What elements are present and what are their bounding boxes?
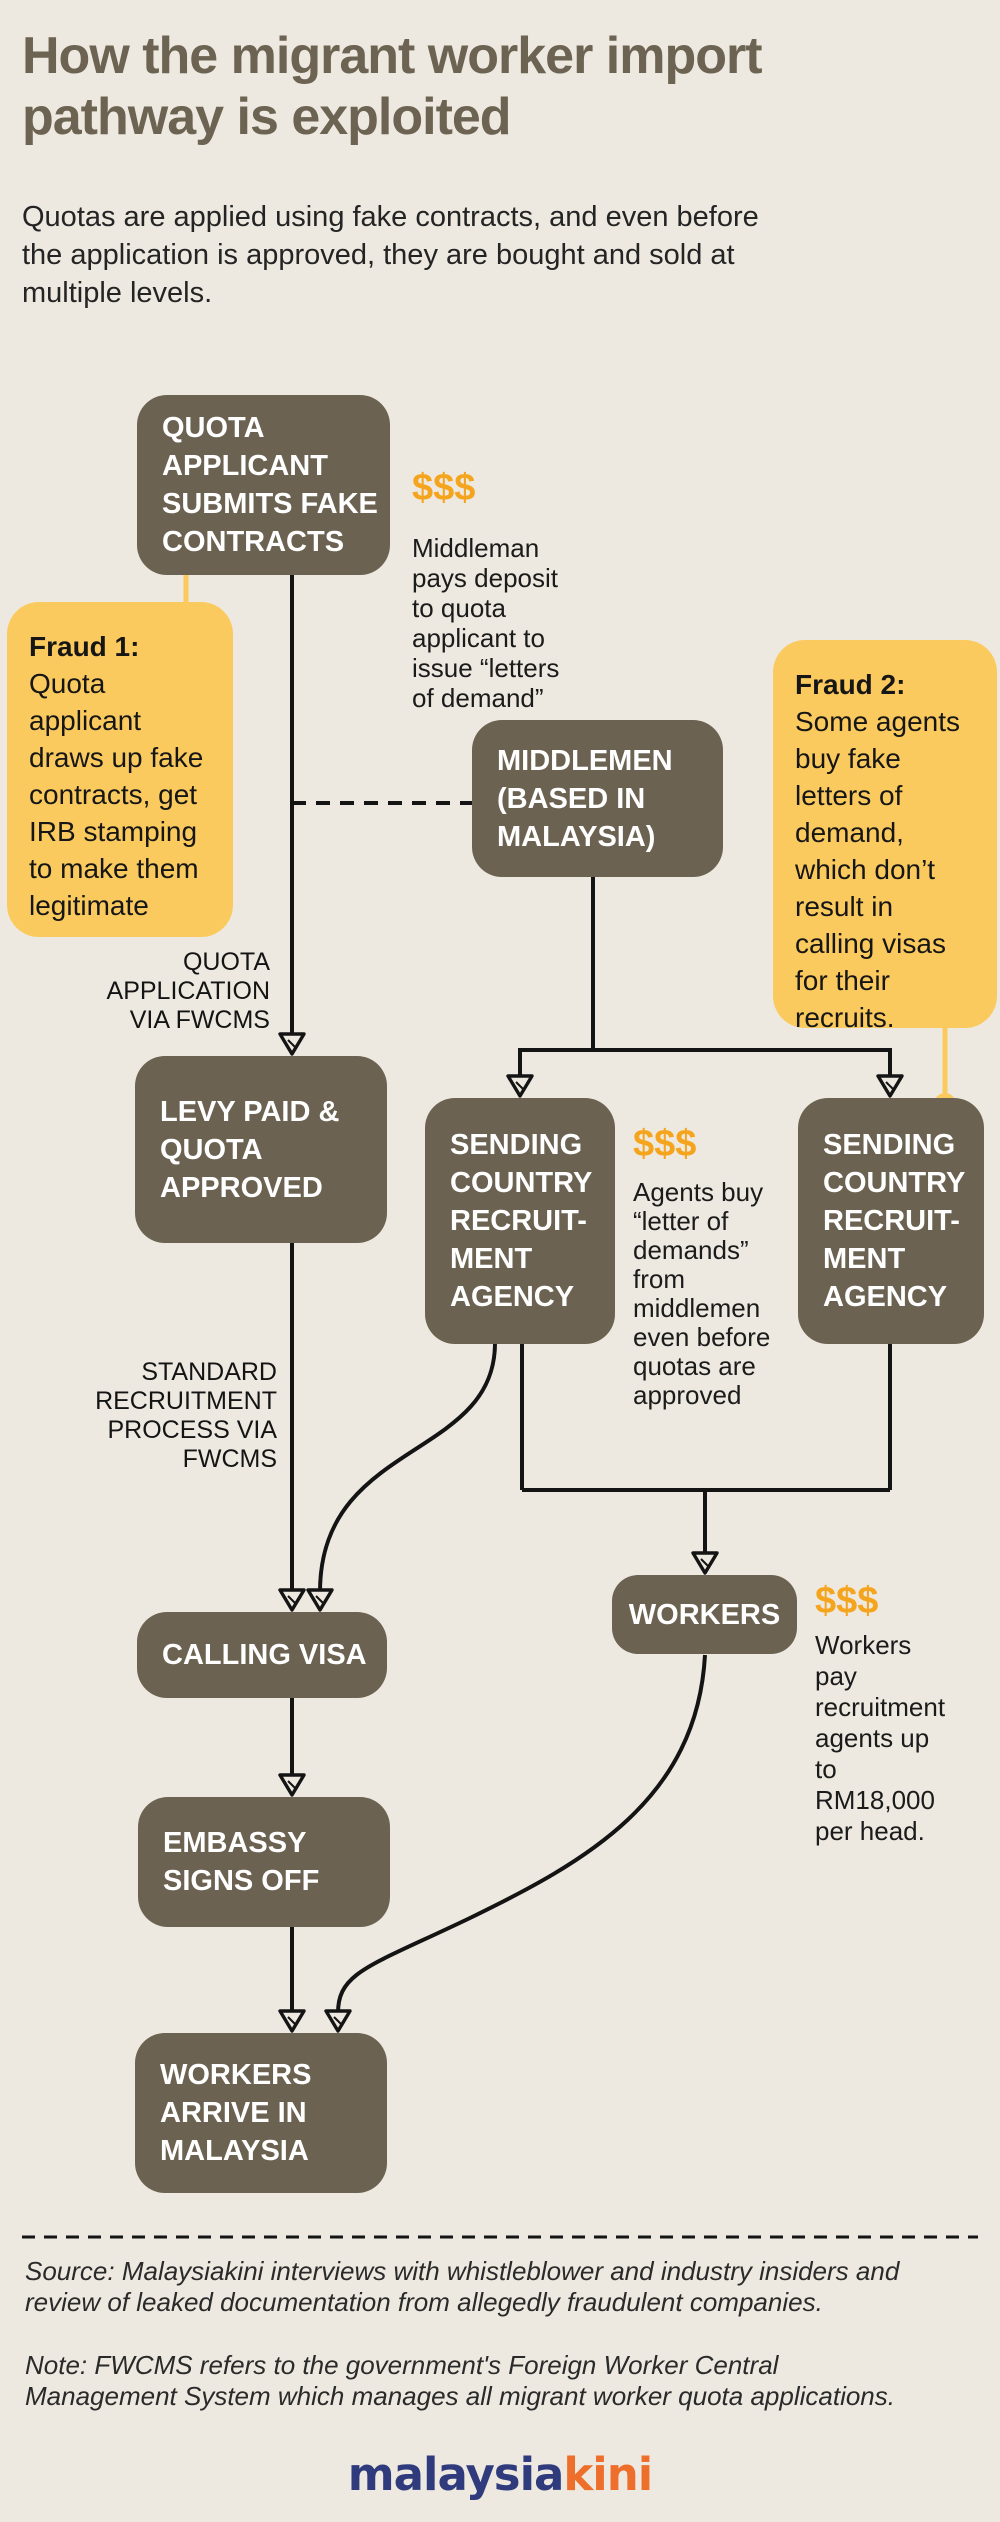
splitter-to-agencies <box>518 1048 892 1078</box>
arrowhead-icon <box>278 1773 306 1797</box>
arrowhead-icon <box>506 1074 534 1098</box>
arrowhead-icon <box>306 1588 334 1612</box>
page-subtitle: Quotas are applied using fake contracts,… <box>22 201 759 309</box>
malaysiakini-logo: malaysiakini <box>0 2448 1000 2501</box>
callout-fraud-2-title: Fraud 2: <box>795 669 906 700</box>
money-symbol: $$$ <box>815 1580 879 1622</box>
flow-node-calling-visa: CALLING VISA <box>137 1612 387 1698</box>
flow-node-middlemen: MIDDLEMEN (BASED IN MALAYSIA) <box>472 720 723 877</box>
callout-fraud-2-body: Some agents buy fake letters of demand, … <box>795 706 960 1033</box>
agents-buy-note: Agents buy “letter of demands” from midd… <box>633 1177 771 1410</box>
money-symbol: $$$ <box>412 467 476 509</box>
arrowhead-icon <box>324 2009 352 2033</box>
arrowhead-icon <box>278 1588 306 1612</box>
callout-fraud-2: Fraud 2: Some agents buy fake letters of… <box>773 640 997 1033</box>
flow-node-sending-agency-right: SENDING COUNTRY RECRUIT- MENT AGENCY <box>798 1098 984 1344</box>
standard-process-label: STANDARD RECRUITMENT PROCESS VIA FWCMS <box>95 1358 277 1473</box>
logo-part-malaysia: malaysia <box>347 2448 565 2501</box>
callout-fraud-1-body: Quota applicant draws up fake contracts,… <box>29 668 204 921</box>
arrowhead-icon <box>876 1074 904 1098</box>
curve-workers-to-arrive <box>336 1654 707 2014</box>
arrowhead-icon <box>278 1032 306 1056</box>
money-symbol: $$$ <box>633 1123 697 1165</box>
flow-node-levy-paid: LEVY PAID & QUOTA APPROVED <box>135 1056 387 1243</box>
flow-node-embassy: EMBASSY SIGNS OFF <box>138 1797 390 1927</box>
note-text: Note: FWCMS refers to the government's F… <box>25 2350 895 2411</box>
page-title: How the migrant worker import pathway is… <box>22 27 763 146</box>
curve-agency-to-callingvisa <box>318 1342 497 1593</box>
callout-fraud-1: Fraud 1: Quota applicant draws up fake c… <box>7 602 233 937</box>
workers-pay-note: Workers pay recruitment agents up to RM1… <box>815 1630 946 1846</box>
arrowhead-icon <box>278 2009 306 2033</box>
quota-application-label: QUOTA APPLICATION VIA FWCMS <box>106 948 270 1034</box>
middleman-pays-note: Middleman pays deposit to quota applican… <box>412 533 560 713</box>
flow-node-workers: WORKERS <box>612 1575 797 1654</box>
callout-fraud-1-title: Fraud 1: <box>29 631 140 662</box>
arrowhead-icon <box>691 1551 719 1575</box>
flow-node-workers-arrive: WORKERS ARRIVE IN MALAYSIA <box>135 2033 387 2193</box>
logo-part-kini: kini <box>563 2448 653 2501</box>
flow-node-sending-agency-left: SENDING COUNTRY RECRUIT- MENT AGENCY <box>425 1098 615 1344</box>
source-text: Source: Malaysiakini interviews with whi… <box>25 2256 900 2317</box>
flow-node-quota-applicant: QUOTA APPLICANT SUBMITS FAKE CONTRACTS <box>137 395 390 575</box>
